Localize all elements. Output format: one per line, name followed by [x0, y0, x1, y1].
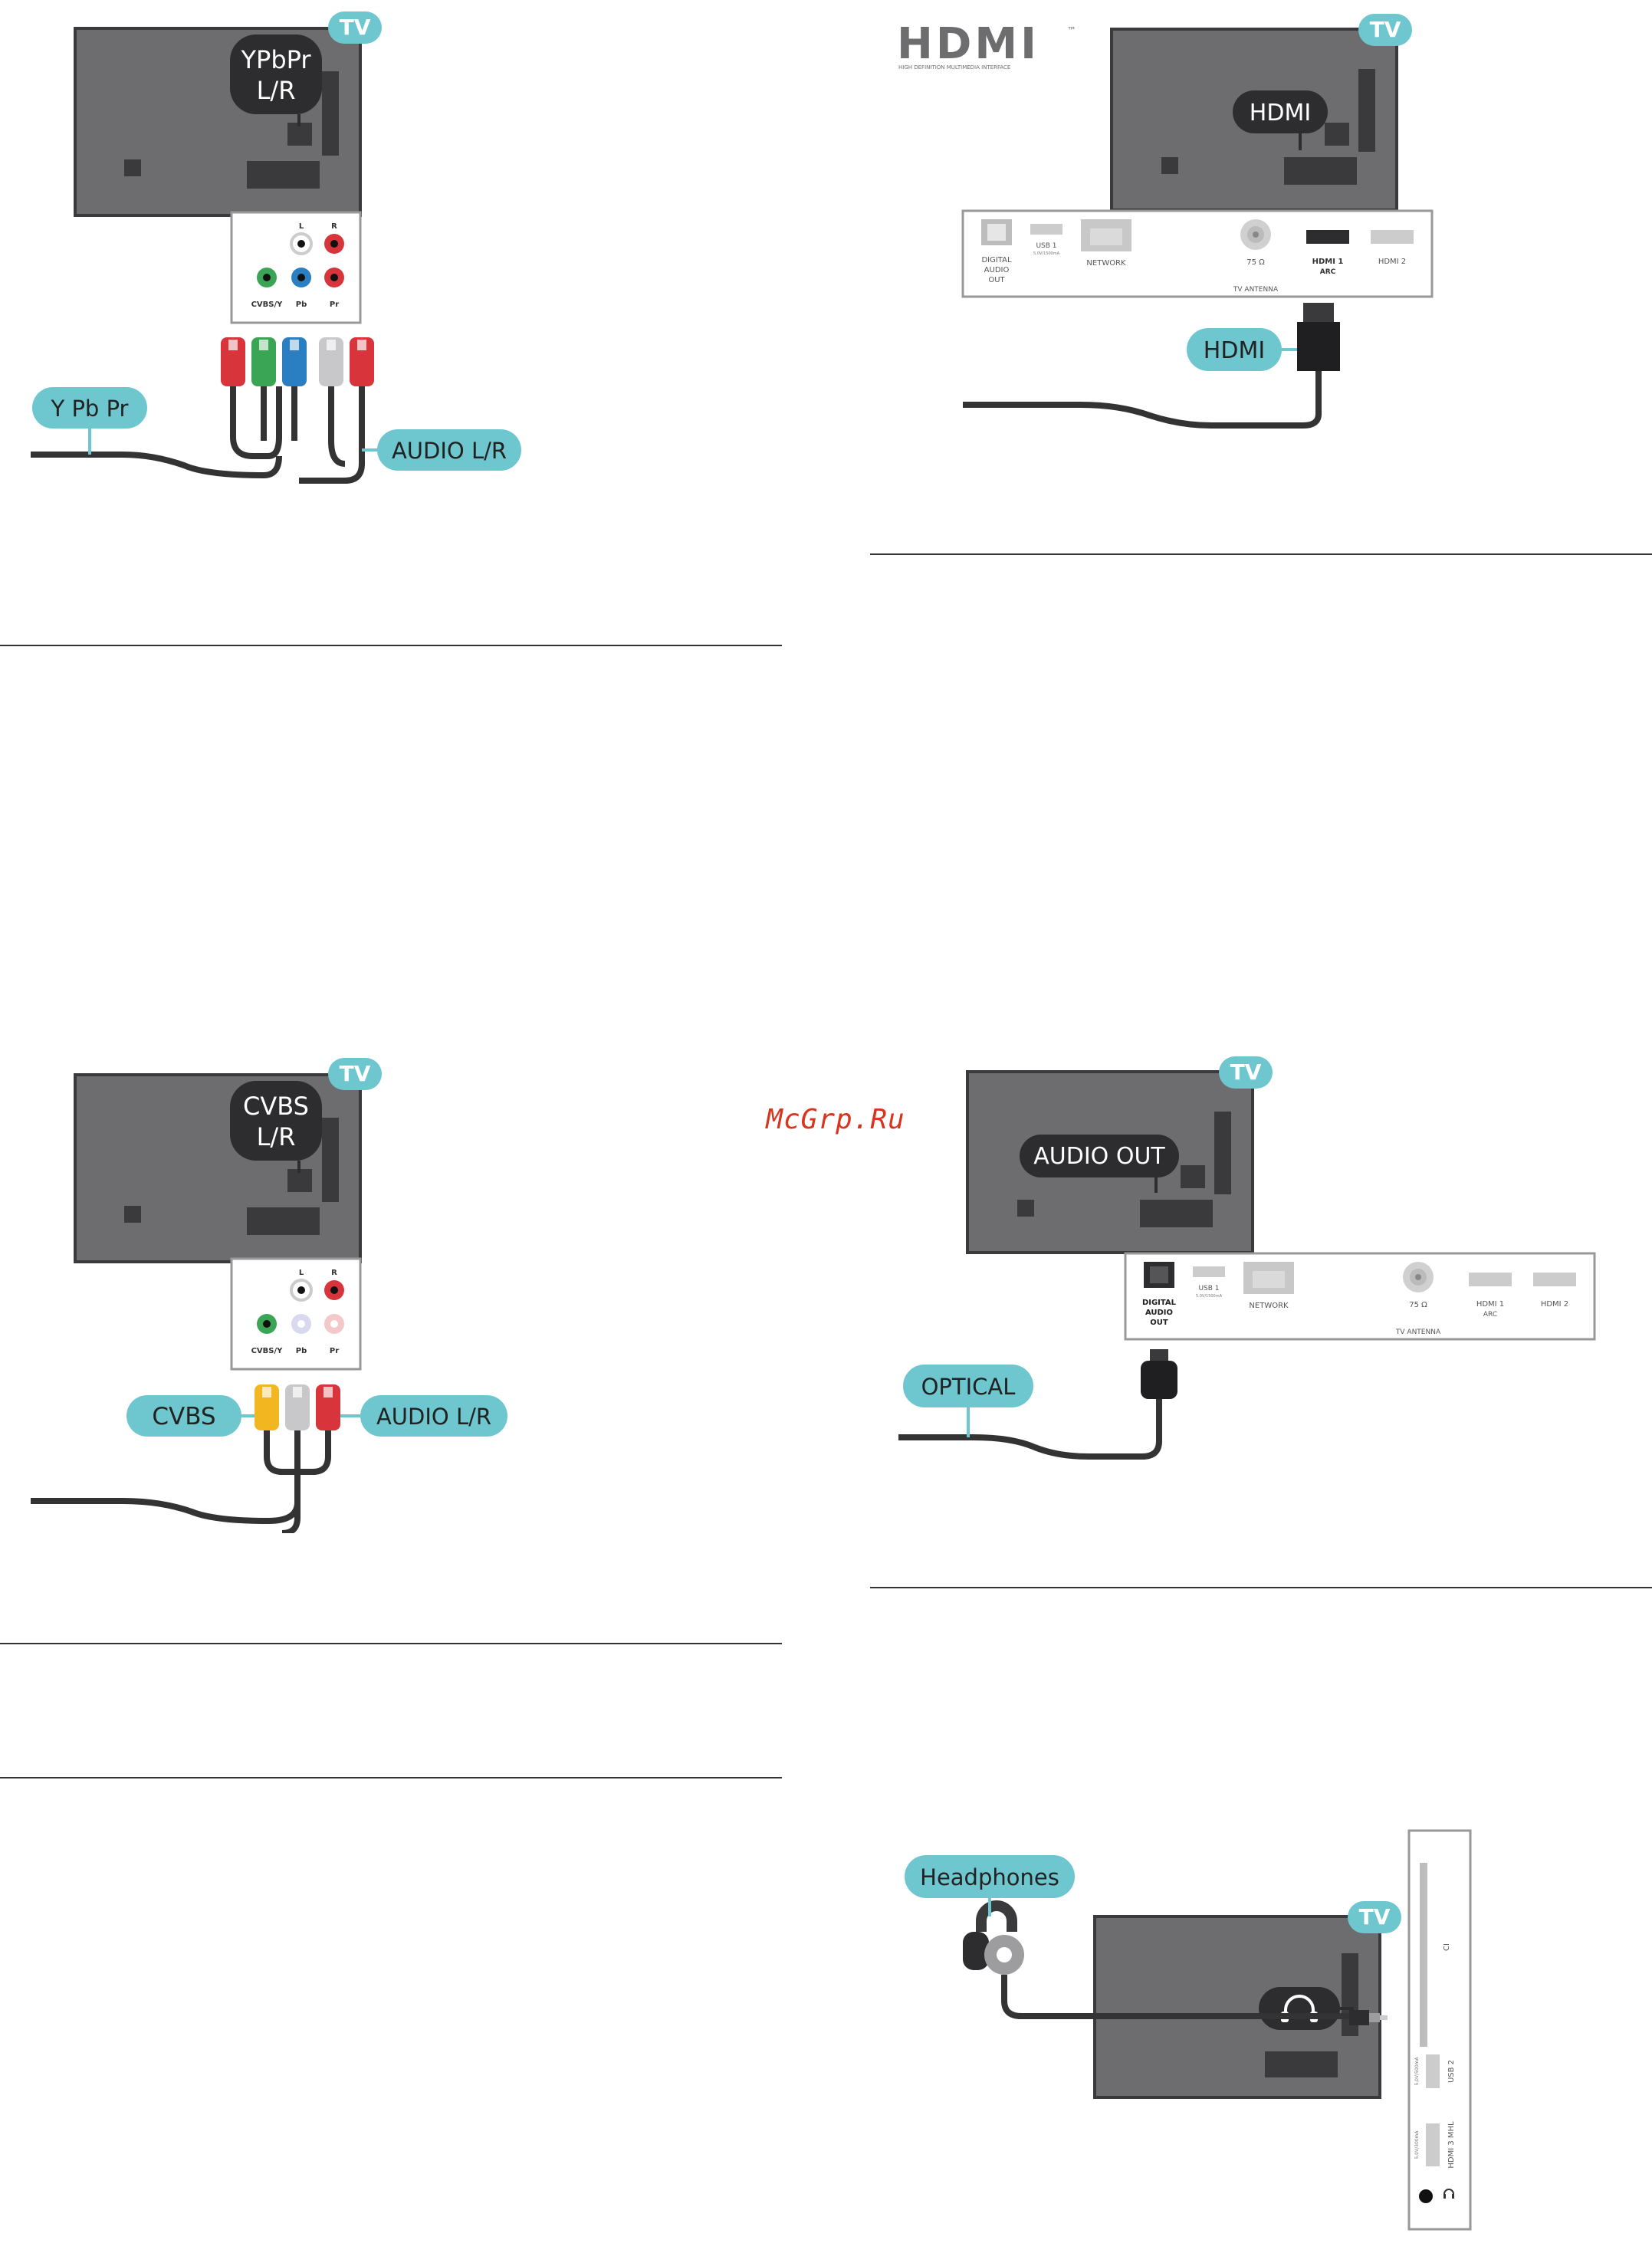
tv-badge: TV — [340, 15, 371, 40]
panel-digital-1: DIGITAL — [1142, 1299, 1177, 1307]
panel-antenna: TV ANTENNA — [1233, 286, 1279, 294]
watermark: McGrp.Ru — [766, 1104, 905, 1135]
side-ci: CI — [1443, 1943, 1451, 1951]
cable-label-ypbpr: Y Pb Pr — [51, 396, 129, 422]
side-usb-small: 5.0V/500mA — [1414, 2057, 1420, 2086]
port-label-line2: L/R — [257, 76, 296, 105]
panel-hdmi1: HDMI 1 — [1312, 258, 1344, 266]
port-label-line1: CVBS — [243, 1092, 309, 1121]
divider-right-1 — [870, 553, 1652, 555]
cable-label-optical: OPTICAL — [921, 1374, 1016, 1400]
side-usb: USB 2 — [1447, 2060, 1456, 2083]
figure-hdmi-connection: HDMI ™ HIGH DEFINITION MULTIMEDIA INTERF… — [897, 14, 1434, 429]
divider-left-1 — [0, 645, 782, 646]
cable-label-cvbs: CVBS — [152, 1403, 215, 1430]
hdmi-logo-subtitle: HIGH DEFINITION MULTIMEDIA INTERFACE — [898, 64, 1010, 71]
figure-headphones-connection: CI 5.0V/500mA USB 2 5.0V/300mA HDMI 3 MH… — [905, 1829, 1472, 2231]
panel-ohm: 75 Ω — [1246, 258, 1265, 267]
panel-ohm: 75 Ω — [1409, 1301, 1427, 1309]
figure-ypbpr-connection: TV YPbPr L/R L R CVBS/Y Pb Pr Y P — [31, 11, 521, 484]
panel-network: NETWORK — [1086, 259, 1126, 268]
tv-badge: TV — [1230, 1059, 1262, 1085]
panel-digital-1: DIGITAL — [981, 256, 1012, 264]
panel-label-cvbs: CVBS/Y — [251, 1347, 284, 1355]
headphone-jack-icon — [1443, 2189, 1454, 2199]
panel-label-pr: Pr — [330, 1347, 339, 1355]
panel-usb: USB 1 — [1036, 242, 1056, 250]
hdmi-logo: HDMI ™ HIGH DEFINITION MULTIMEDIA INTERF… — [897, 19, 1076, 71]
panel-usb-small: 5.0V/1500mA — [1033, 251, 1060, 256]
panel-hdmi2: HDMI 2 — [1541, 1300, 1568, 1309]
panel-label-r: R — [331, 222, 337, 231]
panel-label-cvbs: CVBS/Y — [251, 301, 284, 309]
divider-left-2 — [0, 1643, 782, 1644]
cable-label-audio: AUDIO L/R — [392, 438, 507, 464]
tv-badge: TV — [1359, 1904, 1391, 1930]
panel-antenna: TV ANTENNA — [1395, 1328, 1441, 1336]
panel-digital-3: OUT — [988, 276, 1005, 284]
panel-usb: USB 1 — [1198, 1285, 1219, 1292]
divider-left-3 — [0, 1777, 782, 1778]
port-label-line2: L/R — [257, 1122, 296, 1151]
panel-hdmi1-arc: ARC — [1320, 268, 1336, 276]
panel-hdmi1-arc: ARC — [1483, 1311, 1497, 1319]
tv-badge: TV — [1370, 17, 1401, 42]
figure-optical-connection: TV AUDIO OUT DIGITAL AUDIO OUT USB 1 5.0… — [898, 1056, 1596, 1460]
side-hdmi-small: 5.0V/300mA — [1414, 2130, 1420, 2159]
panel-label-pb: Pb — [296, 301, 307, 309]
panel-label-l: L — [299, 222, 304, 231]
cable-label-audio: AUDIO L/R — [376, 1404, 491, 1430]
panel-usb-small: 5.0V/1500mA — [1196, 1294, 1223, 1299]
headphones-device — [963, 1900, 1024, 1975]
cable-label-headphones: Headphones — [920, 1864, 1059, 1890]
rca-plugs — [255, 1384, 340, 1430]
port-label: HDMI — [1250, 100, 1311, 126]
cable-label-hdmi: HDMI — [1204, 337, 1265, 364]
rca-plugs — [221, 337, 374, 386]
hdmi-logo-tm: ™ — [1067, 25, 1076, 36]
panel-label-r: R — [331, 1269, 337, 1277]
side-hdmi: HDMI 3 MHL — [1447, 2121, 1456, 2169]
divider-right-2 — [870, 1587, 1652, 1588]
figure-cvbs-connection: TV CVBS L/R L R CVBS/Y Pb Pr CVBS AUDIO … — [31, 1058, 507, 1533]
panel-hdmi2: HDMI 2 — [1378, 258, 1406, 266]
panel-hdmi1: HDMI 1 — [1476, 1300, 1504, 1309]
panel-label-l: L — [299, 1269, 304, 1277]
port-label: AUDIO OUT — [1033, 1143, 1165, 1170]
panel-digital-3: OUT — [1150, 1319, 1168, 1327]
panel-digital-2: AUDIO — [984, 266, 1010, 274]
panel-network: NETWORK — [1249, 1302, 1289, 1310]
port-label-line1: YPbPr — [240, 45, 311, 74]
panel-label-pb: Pb — [296, 1347, 307, 1355]
hdmi-logo-text: HDMI — [897, 19, 1039, 69]
panel-label-pr: Pr — [330, 301, 339, 309]
panel-digital-2: AUDIO — [1145, 1309, 1173, 1317]
tv-badge: TV — [340, 1061, 371, 1086]
